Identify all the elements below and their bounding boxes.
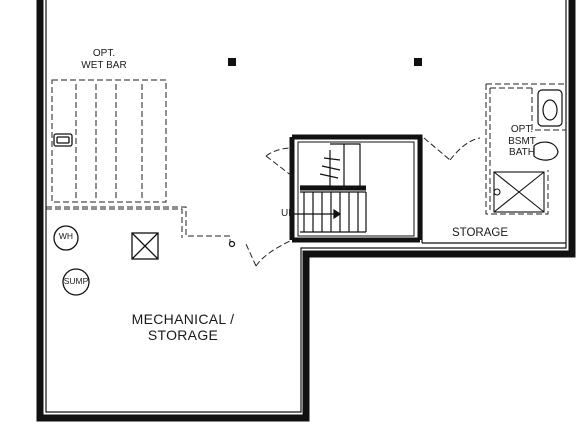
toilet-icon [537,89,563,127]
bath-label-line2: BSMT [508,135,536,147]
column-icons [228,58,422,66]
shower-icon [493,171,545,213]
bath-label-line3: BATH [509,147,535,158]
mechanical-storage-label: MECHANICAL / STORAGE [118,311,248,343]
water-heater-icon [53,225,79,251]
storage-label: STORAGE [451,227,509,239]
bath-label-line1: OPT. [510,124,534,135]
sump-icon [62,268,90,296]
wet-bar-label-line2: WET BAR [81,59,127,71]
wet-bar-label: OPT. WET BAR [74,48,134,71]
wet-bar-label-line1: OPT. [92,48,116,59]
furnace-icon [131,232,159,260]
stair-up-label: UP [281,208,295,219]
bath-label: OPT. BSMT BATH [496,124,548,159]
exterior-walls [36,0,576,422]
stair-up-arrow [294,208,342,220]
wet-bar-sink-icon [53,133,73,147]
sump-label: SUMP [63,276,89,286]
stair-treads [300,143,367,233]
mechanical-label-line1: MECHANICAL / [131,311,235,327]
stair-enclosure [289,134,423,243]
dashed-partitions [46,79,566,267]
vanity-sink-icon [533,141,559,161]
floor-drain-icon [228,240,236,248]
water-heater-label: WH [58,231,74,241]
mechanical-label-line2: STORAGE [147,327,219,344]
